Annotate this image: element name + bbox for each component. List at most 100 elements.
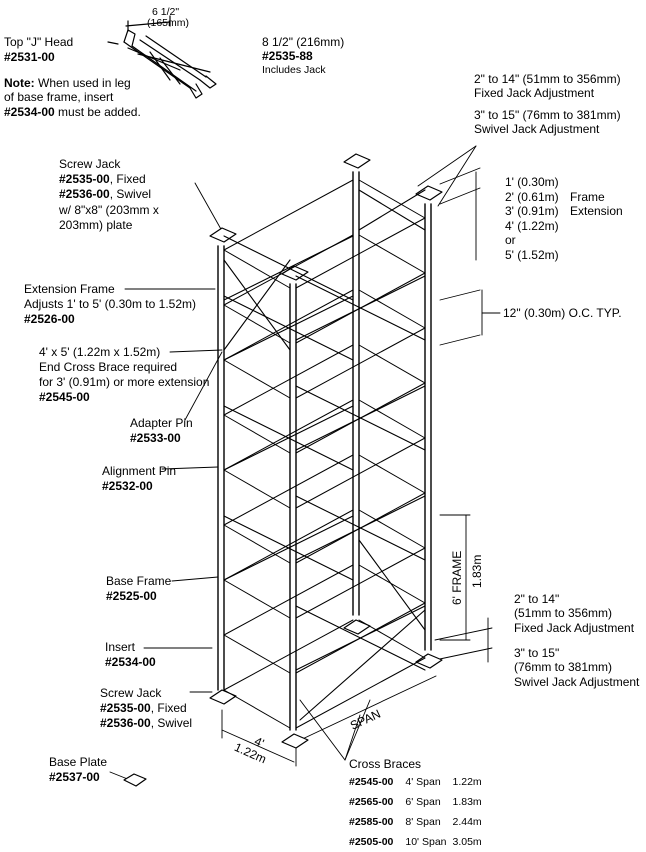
cross-brace-span: 8' Span: [405, 816, 441, 828]
frame-rung: [295, 437, 426, 509]
top-swivel-adjust: 3" to 15" (76mm to 381mm) Swivel Jack Ad…: [474, 108, 621, 137]
frame-rung: [223, 289, 354, 361]
end-cross-brace-line1: 4' x 5' (1.22m x 1.52m): [39, 345, 161, 359]
extension-frame-label: Extension Frame: [24, 282, 115, 296]
screw-jack-bottom-label: Screw Jack: [100, 686, 162, 700]
frame-rung: [223, 579, 291, 619]
leader-lines: [109, 145, 477, 781]
jack-8half-note: Includes Jack: [262, 63, 326, 76]
table-row: #2585-00 8' Span 2.44m: [349, 812, 488, 832]
bottom-swivel-line3: Swivel Jack Adjustment: [514, 674, 640, 689]
cross-brace-metric: 2.44m: [452, 816, 482, 828]
dimension-lines: [221, 167, 501, 767]
bottom-fixed-adjust: 2" to 14" (51mm to 356mm) Fixed Jack Adj…: [514, 592, 634, 635]
screw-jack-top-code1: #2535-00: [59, 172, 110, 187]
j-head-label: Top "J" Head: [4, 35, 74, 49]
frame-extension-label: Frame Extension: [570, 190, 623, 219]
cross-braces-title: Cross Braces: [349, 757, 422, 771]
jack-8half-callout: 8 1/2" (216mm) #2535-88 Includes Jack: [262, 35, 344, 76]
j-head-note-lead: Note:: [4, 76, 35, 90]
cross-brace-code: #2505-00: [349, 836, 394, 848]
screw-jack-bottom-code1: #2535-00: [100, 701, 151, 715]
frame-rung: [223, 359, 291, 399]
frame-rung: [295, 547, 426, 619]
ext-size-3: 3' (0.91m): [505, 204, 559, 219]
ext-size-5: 5' (1.52m): [505, 247, 559, 262]
screw-jack-bottom-code2: #2536-00: [100, 716, 151, 730]
screw-jack-top-text2: , Swivel: [109, 187, 152, 202]
frame-rung: [223, 344, 354, 416]
table-row: #2505-00 10' Span 3.05m: [349, 832, 488, 852]
adapter-pin-label: Adapter Pin: [130, 416, 193, 430]
cross-brace-span: 10' Span: [405, 836, 447, 848]
base-plate-callout: Base Plate #2537-00: [49, 755, 107, 785]
top-fixed-adjust: 2" to 14" (51mm to 356mm) Fixed Jack Adj…: [474, 72, 621, 101]
frame-rung: [223, 399, 354, 471]
j-head-note-line1: When used in leg: [34, 76, 131, 90]
frame-rung: [223, 564, 354, 636]
screw-jack-top-text1: , Fixed: [109, 172, 146, 187]
frame-rung: [223, 414, 291, 454]
frame-rung: [223, 469, 291, 509]
alignment-pin-label: Alignment Pin: [102, 464, 177, 478]
bottom-swivel-line2: (76mm to 381mm): [514, 660, 613, 675]
cross-brace-metric: 3.05m: [452, 836, 482, 848]
screw-jack-top-line3: w/ 8"x8" (203mm x: [59, 202, 159, 217]
cross-brace-span: 4' Span: [405, 776, 441, 788]
frame-rung: [223, 454, 354, 526]
base-plate-label: Base Plate: [49, 755, 108, 769]
frame-rung: [358, 454, 426, 494]
frame-height-metric: 1.83m: [470, 554, 484, 588]
screw-jack-top-label: Screw Jack: [59, 157, 121, 171]
top-fixed-line2: Fixed Jack Adjustment: [474, 86, 595, 101]
insert-code: #2534-00: [105, 655, 156, 669]
cross-brace-metric: 1.22m: [452, 776, 482, 788]
alignment-pin-callout: Alignment Pin #2532-00: [102, 464, 176, 494]
extension-frame-code: #2526-00: [24, 312, 75, 326]
jack-8half-dim: 8 1/2" (216mm): [262, 35, 345, 49]
top-swivel-line1: 3" to 15" (76mm to 381mm): [474, 108, 621, 122]
frame-rung: [223, 524, 291, 564]
j-head-note: Note: When used in leg of base frame, in…: [4, 76, 141, 119]
screw-jack-top-callout: Screw Jack #2535-00, Fixed #2536-00, Swi…: [59, 157, 159, 233]
j-head-dim-mm: (165mm): [147, 17, 190, 29]
frame-rung: [223, 304, 291, 344]
frame-rung: [295, 327, 426, 399]
alignment-pin-code: #2532-00: [102, 479, 153, 493]
bottom-fixed-line1: 2" to 14": [514, 592, 560, 606]
frame-extension-sizes: 1' (0.30m) 2' (0.61m) 3' (0.91m) 4' (1.2…: [505, 175, 559, 263]
cross-brace-code: #2565-00: [349, 796, 394, 808]
cross-brace-code: #2585-00: [349, 816, 394, 828]
frame-rung: [223, 179, 354, 251]
screw-jack-bottom-callout: Screw Jack #2535-00, Fixed #2536-00, Swi…: [100, 686, 192, 731]
j-head-code: #2531-00: [4, 50, 55, 64]
bottom-swivel-adjust: 3" to 15" (76mm to 381mm) Swivel Jack Ad…: [514, 646, 639, 689]
tower-posts: [217, 171, 432, 731]
insert-callout: Insert #2534-00: [105, 640, 156, 670]
frame-rung: [358, 234, 426, 274]
adapter-pin-callout: Adapter Pin #2533-00: [130, 416, 193, 446]
frame-extension-line2: Extension: [570, 204, 623, 219]
screw-jack-bottom-text2: , Swivel: [150, 716, 193, 730]
top-swivel-line2: Swivel Jack Adjustment: [474, 122, 600, 137]
extension-frame-callout: Extension Frame Adjusts 1' to 5' (0.30m …: [24, 282, 196, 327]
frame-rung: [358, 509, 426, 549]
top-j-head-sketch: [107, 15, 217, 99]
base-frame-code: #2525-00: [106, 589, 157, 603]
j-head-note-code: #2534-00: [4, 104, 55, 119]
jack-8half-code: #2535-88: [262, 49, 313, 64]
frame-rung: [358, 564, 426, 604]
bottom-fixed-line2: (51mm to 356mm): [514, 606, 613, 621]
ext-size-2: 2' (0.61m): [505, 189, 559, 204]
jack-plates: [123, 153, 443, 787]
cross-braces: [223, 189, 426, 721]
frame-rung: [295, 657, 426, 729]
ext-size-1: 1' (0.30m): [505, 175, 559, 189]
insert-label: Insert: [105, 640, 136, 654]
end-cross-brace-line2: End Cross Brace required: [39, 360, 178, 374]
